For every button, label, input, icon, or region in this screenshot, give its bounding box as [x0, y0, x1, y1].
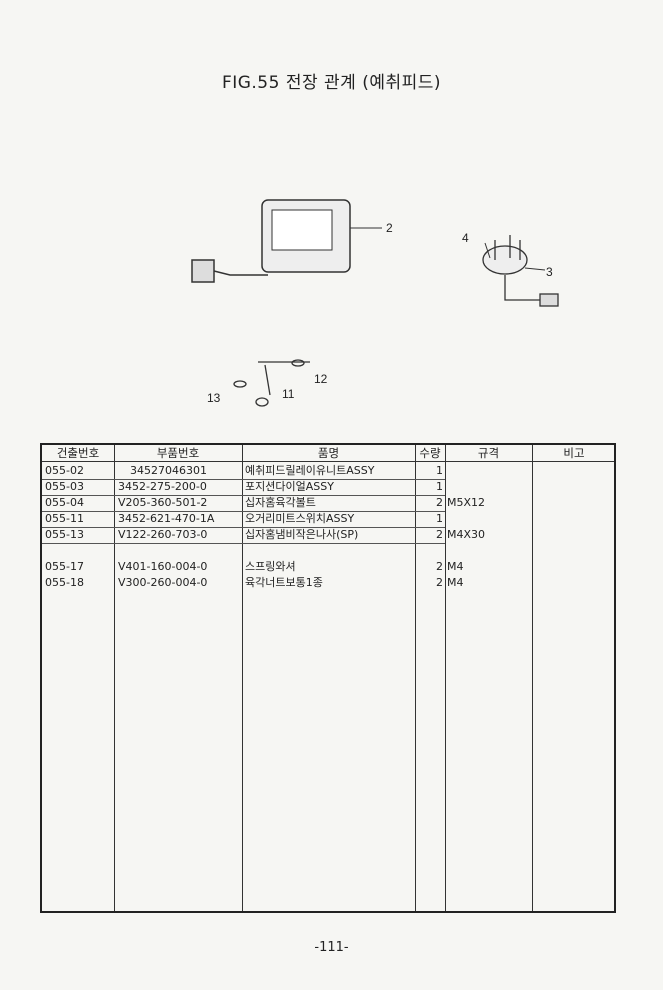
- cell-qty: 1: [436, 464, 443, 477]
- cell-ref-no: 055-11: [45, 512, 84, 525]
- cell-part-no: 3452-275-200-0: [118, 480, 207, 493]
- header-name: 품명: [317, 446, 340, 460]
- cell-ref-no: 055-04: [45, 496, 84, 509]
- cell-ref-no: 055-18: [45, 576, 84, 589]
- table-row: 055-11 3452-621-470-1A 오거리미트스위치ASSY 1: [42, 511, 614, 527]
- cell-spec: M4X30: [447, 528, 486, 541]
- table-row: 055-02 34527046301 예취피드릴레이유니트ASSY 1: [42, 463, 614, 479]
- header-note: 비고: [563, 446, 585, 460]
- cell-ref-no: 055-02: [45, 464, 84, 477]
- table-header: 건출번호 부품번호 품명 수량 규격 비고: [42, 445, 614, 462]
- table-row: 055-13 V122-260-703-0 십자홈냄비작은나사(SP) 2 M4X30: [42, 527, 614, 543]
- cell-part-no: 3452-621-470-1A: [118, 512, 215, 525]
- table-row: 055-17 V401-160-004-0 스프링와셔 2 M4: [42, 559, 614, 575]
- cell-part-no: V300-260-004-0: [118, 576, 208, 589]
- limit-switch-illustration: [233, 359, 310, 407]
- table-row: 055-18 V300-260-004-0 육각너트보통1종 2 M4: [42, 575, 614, 591]
- callout-11: 11: [282, 387, 295, 401]
- dial-illustration: [482, 235, 559, 307]
- header-qty: 수량: [419, 446, 441, 460]
- callout-12: 12: [314, 372, 328, 386]
- cell-part-no: V122-260-703-0: [118, 528, 208, 541]
- cell-part-no: V401-160-004-0: [118, 560, 208, 573]
- header-part-no: 부품번호: [156, 446, 200, 460]
- cell-part-name: 포지션다이얼ASSY: [245, 480, 334, 493]
- cell-ref-no: 055-03: [45, 480, 84, 493]
- callout-13: 13: [207, 391, 221, 405]
- cell-ref-no: 055-13: [45, 528, 84, 541]
- cell-spec: M4: [447, 576, 464, 589]
- cell-qty: 2: [436, 496, 443, 509]
- table-row: 055-03 3452-275-200-0 포지션다이얼ASSY 1: [42, 479, 614, 495]
- parts-diagram: 2 3 4 11 12 13: [191, 199, 559, 407]
- header-spec: 규격: [477, 446, 500, 460]
- header-ref-no: 건출번호: [56, 446, 100, 460]
- page-number: -111-: [314, 940, 349, 955]
- cell-spec: M4: [447, 560, 464, 573]
- cell-part-name: 육각너트보통1종: [245, 576, 323, 589]
- relay-unit-illustration: [191, 199, 382, 283]
- cell-qty: 2: [436, 576, 443, 589]
- cell-spec: M5X12: [447, 496, 486, 509]
- figure-title: FIG.55 전장 관계 (예취피드): [221, 73, 442, 93]
- table-row: 055-04 V205-360-501-2 십자홈육각볼트 2 M5X12: [42, 495, 614, 511]
- cell-qty: 1: [436, 480, 443, 493]
- cell-part-no: V205-360-501-2: [118, 496, 208, 509]
- callout-3: 3: [546, 265, 553, 279]
- cell-qty: 2: [436, 560, 443, 573]
- callout-2: 2: [386, 221, 393, 235]
- cell-qty: 2: [436, 528, 443, 541]
- cell-part-name: 오거리미트스위치ASSY: [245, 512, 355, 525]
- cell-part-name: 예취피드릴레이유니트ASSY: [245, 464, 375, 477]
- cell-part-name: 십자홈냄비작은나사(SP): [245, 528, 359, 541]
- parts-table: 건출번호 부품번호 품명 수량 규격 비고 055-02 34527046301 예…: [40, 443, 616, 913]
- cell-qty: 1: [436, 512, 443, 525]
- cell-part-no: 34527046301: [130, 464, 207, 477]
- cell-ref-no: 055-17: [45, 560, 84, 573]
- callout-4: 4: [462, 231, 469, 245]
- cell-part-name: 스프링와셔: [245, 560, 296, 573]
- cell-part-name: 십자홈육각볼트: [245, 496, 316, 509]
